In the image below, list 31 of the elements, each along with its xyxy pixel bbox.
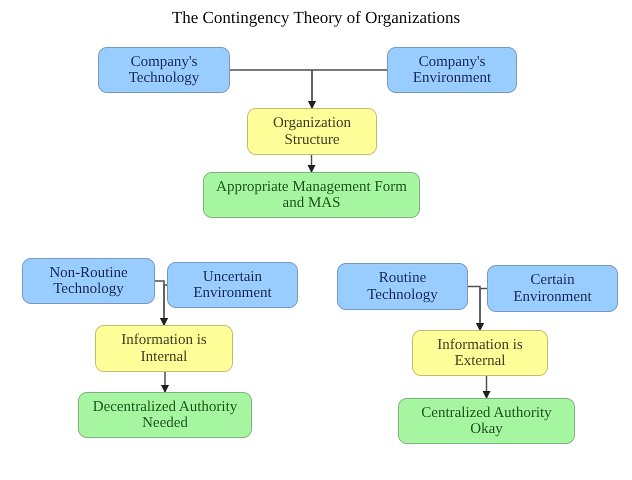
process-box	[203, 172, 420, 218]
box-label: Information is Internal	[120, 332, 208, 365]
arrow	[482, 376, 490, 399]
process-box	[412, 330, 548, 376]
arrow	[308, 155, 316, 173]
process-box	[398, 398, 575, 444]
box-label: Uncertain Environment	[192, 268, 273, 302]
process-box	[247, 108, 377, 155]
arrow	[160, 284, 168, 326]
process-box	[95, 325, 233, 372]
process-box	[337, 263, 468, 310]
process-box	[98, 47, 230, 93]
box-label: Non-Routine Technology	[48, 264, 129, 298]
box-label: Appropriate Management Form and MAS	[215, 178, 408, 212]
arrow	[308, 69, 387, 109]
arrow	[161, 372, 169, 393]
diagram-title: The Contingency Theory of Organizations	[172, 8, 460, 28]
arrow	[476, 288, 487, 331]
process-box	[78, 392, 252, 438]
box-label: Information is External	[436, 336, 524, 370]
box-label: Company's Environment	[412, 54, 492, 86]
box-label: Company's Technology	[128, 54, 200, 86]
process-box	[167, 262, 298, 308]
box-label: Certain Environment	[512, 272, 593, 305]
box-label: Centralized Authority Okay	[420, 404, 553, 438]
process-box	[487, 265, 618, 312]
process-box	[387, 47, 517, 93]
box-label: Organization Structure	[272, 115, 352, 148]
box-label: Routine Technology	[366, 270, 439, 303]
box-label: Decentralized Authority Needed	[92, 398, 238, 432]
process-box	[22, 258, 155, 304]
